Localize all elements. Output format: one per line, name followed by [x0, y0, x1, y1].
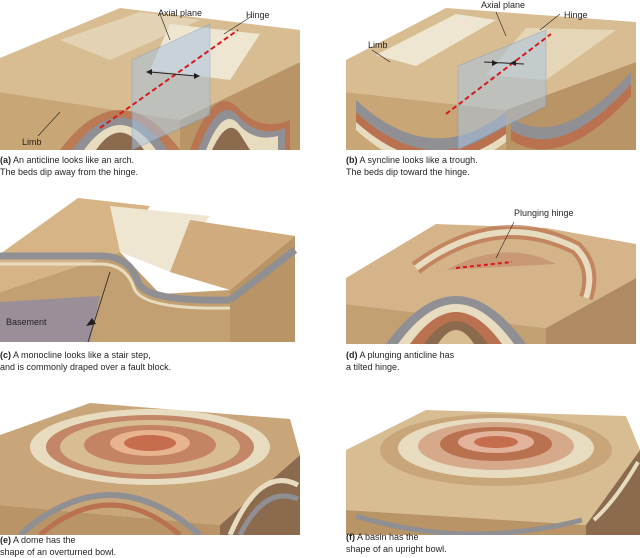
caption-line2-f: shape of an upright bowl.: [346, 543, 447, 554]
caption-e: (e) A dome has the shape of an overturne…: [0, 535, 116, 558]
caption-line2-b: The beds dip toward the hinge.: [346, 166, 470, 177]
caption-c: (c) A monocline looks like a stair step,…: [0, 350, 171, 373]
axial-plane-label-b: Axial plane: [481, 0, 526, 10]
caption-line1-e: A dome has the: [13, 535, 76, 545]
dome-block-diagram: [0, 403, 300, 535]
caption-line1-f: A basin has the: [357, 532, 419, 542]
hinge-label-b: Hinge: [564, 10, 588, 20]
caption-line1-b: A syncline looks like a trough.: [359, 155, 478, 165]
caption-a: (a) An anticline looks like an arch. The…: [0, 155, 138, 178]
caption-line2-d: a tilted hinge.: [346, 361, 400, 372]
limb-label-a: Limb: [22, 137, 42, 147]
caption-letter-b: (b): [346, 155, 358, 165]
plunging-anticline-block-diagram: [346, 221, 636, 344]
caption-letter-a: (a): [0, 155, 11, 165]
basin-block-diagram: [346, 410, 640, 535]
caption-line1-a: An anticline looks like an arch.: [13, 155, 135, 165]
caption-b: (b) A syncline looks like a trough. The …: [346, 155, 478, 178]
axial-plane-label-a: Axial plane: [158, 8, 203, 18]
hinge-label-a: Hinge: [246, 10, 270, 20]
limb-label-b: Limb: [368, 40, 388, 50]
caption-line1-c: A monocline looks like a stair step,: [13, 350, 151, 360]
caption-line1-d: A plunging anticline has: [359, 350, 455, 360]
monocline-block-diagram: [0, 198, 298, 342]
plunging-hinge-label: Plunging hinge: [514, 208, 574, 218]
caption-d: (d) A plunging anticline has a tilted hi…: [346, 350, 454, 373]
caption-line2-a: The beds dip away from the hinge.: [0, 166, 139, 177]
caption-line2-c: and is commonly draped over a fault bloc…: [0, 361, 172, 372]
caption-letter-d: (d): [346, 350, 358, 360]
basement-label: Basement: [6, 317, 47, 327]
caption-letter-e: (e): [0, 535, 11, 545]
anticline-block-diagram: [0, 8, 300, 150]
caption-line2-e: shape of an overturned bowl.: [0, 546, 117, 557]
caption-letter-f: (f): [346, 532, 355, 542]
caption-letter-c: (c): [0, 350, 11, 360]
caption-f: (f) A basin has the shape of an upright …: [346, 532, 447, 555]
syncline-block-diagram: [346, 8, 636, 150]
